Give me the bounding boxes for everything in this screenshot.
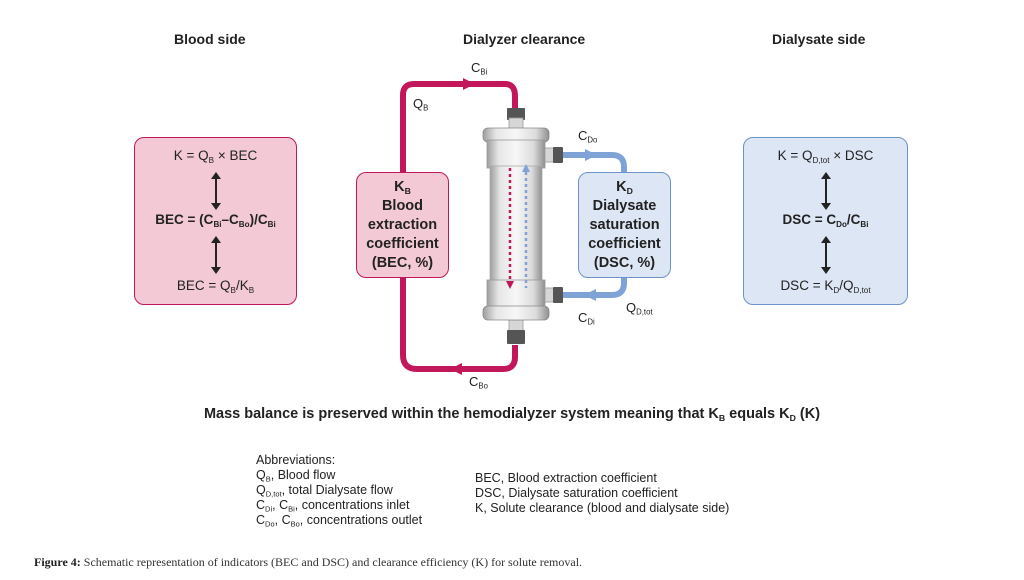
dialysate-internal-arrow-icon [522, 164, 530, 172]
label-q-b: QB [413, 96, 429, 113]
abbreviations-title: Abbreviations: [256, 453, 336, 467]
dialyzer-diagram [400, 78, 627, 375]
blood-inlet-tube [400, 81, 518, 172]
dialysate-outlet-arrow-icon [585, 149, 597, 161]
dialyzer-cartridge [482, 127, 550, 321]
dialysate-inlet-arrow-icon [584, 289, 596, 301]
abbreviations-right: BEC, Blood extraction coefficient DSC, D… [475, 471, 729, 516]
blood-side-header: Blood side [174, 31, 246, 47]
figure-label: Figure 4: [34, 555, 81, 569]
double-arrow-icon [210, 172, 221, 210]
dialyzer-clearance-header: Dialyzer clearance [463, 31, 586, 47]
label-c-di: CDi [578, 310, 595, 327]
abbreviation-item: QD,tot, total Dialysate flow [256, 483, 393, 499]
blood-internal-arrow-icon [506, 281, 514, 289]
label-c-bo: CBo [469, 374, 488, 391]
dialysate-outlet-tube [562, 152, 627, 172]
equation-k-blood: K = QB × BEC [173, 148, 258, 165]
abbreviation-item: DSC, Dialysate saturation coefficient [475, 486, 678, 500]
abbreviation-item: CDi, CBi, concentrations inlet [256, 498, 410, 514]
figure-caption: Figure 4: Schematic representation of in… [34, 555, 582, 570]
kb-line: Blood [381, 198, 424, 214]
blood-extraction-coefficient-box: KB Blood extraction coefficient (BEC, %) [356, 172, 449, 278]
label-q-dtot: QD,tot [626, 300, 653, 317]
kd-line: coefficient [588, 236, 661, 252]
double-arrow-icon [210, 236, 221, 274]
kd-line: Dialysate [592, 198, 657, 214]
label-c-do: CDo [578, 128, 598, 145]
abbreviations-left: Abbreviations: QB, Blood flow QD,tot, to… [256, 453, 422, 528]
kb-line: extraction [367, 217, 438, 233]
dialysate-side-equations-box: K = QD,tot × DSC DSC = CDo/CBi DSC = KD/… [743, 137, 908, 305]
mass-balance-statement: Mass balance is preserved within the hem… [203, 406, 821, 424]
equation-k-dialysate: K = QD,tot × DSC [777, 148, 874, 165]
abbreviation-item: BEC, Blood extraction coefficient [475, 471, 657, 485]
equation-dsc-ratio: DSC = KD/QD,tot [780, 278, 871, 295]
abbreviation-item: K, Solute clearance (blood and dialysate… [475, 501, 730, 515]
dialyzer-top-connector [507, 108, 525, 131]
equation-dsc-definition: DSC = CDo/CBi [782, 212, 869, 229]
kd-line: (DSC, %) [593, 255, 656, 271]
abbreviation-item: CDo, CBo, concentrations outlet [256, 513, 423, 529]
blood-inlet-arrow-icon [463, 78, 475, 90]
blood-outlet-arrow-icon [450, 363, 462, 375]
kb-line: (BEC, %) [371, 255, 434, 271]
equation-bec-definition: BEC = (CBi–CBo)/CBi [155, 212, 276, 229]
double-arrow-icon [820, 236, 831, 274]
blood-side-equations-box: K = QB × BEC BEC = (CBi–CBo)/CBi BEC = Q… [134, 137, 297, 305]
equation-bec-ratio: BEC = QB/KB [176, 278, 255, 295]
label-c-bi: CBi [471, 60, 488, 77]
dialysate-side-header: Dialysate side [772, 31, 866, 47]
kd-line: saturation [589, 217, 660, 233]
kd-symbol: KD [616, 179, 633, 197]
dialyzer-bottom-connector [507, 319, 525, 344]
abbreviation-item: QB, Blood flow [256, 468, 336, 484]
dialysate-saturation-coefficient-box: KD Dialysate saturation coefficient (DSC… [578, 172, 671, 278]
double-arrow-icon [820, 172, 831, 210]
kb-line: coefficient [366, 236, 439, 252]
kb-symbol: KB [394, 179, 411, 197]
dialysate-inlet-tube [562, 278, 627, 298]
figure-caption-text: Schematic representation of indicators (… [80, 555, 583, 569]
